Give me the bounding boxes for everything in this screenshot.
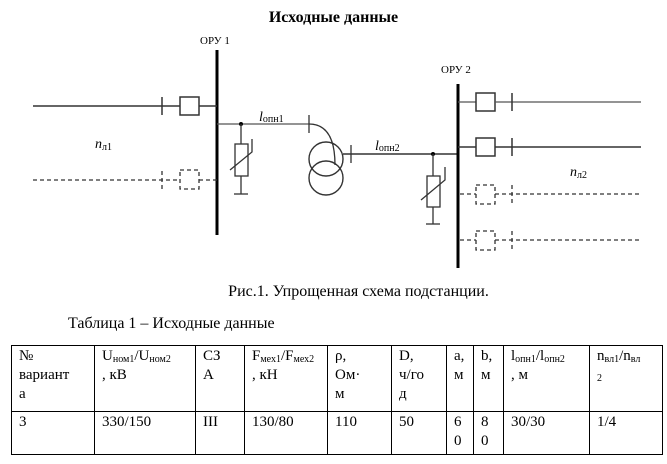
cell-d: 50 [391,411,447,455]
transformer-icon [308,141,344,196]
table-title: Таблица 1 – Исходные данные [68,315,275,332]
header-u-nom: Uном1/Uном2, кВ [94,345,196,412]
page-title: Исходные данные [268,9,399,26]
breaker-icon [475,92,496,112]
oru1-label: ОРУ 1 [200,35,230,47]
cell-f-mech: 130/80 [244,411,328,455]
header-f-mech: Fмех1/Fмех2, кН [244,345,328,412]
cell-variant: 3 [11,411,95,455]
cell-rho: 110 [327,411,392,455]
figure-caption: Рис.1. Упрощенная схема подстанции. [228,283,489,300]
line-n-l1-dashed [33,169,217,190]
cell-b: 8 0 [473,411,504,455]
breaker-icon [179,96,200,116]
header-l-opn: lопн1/lопн2, м [503,345,590,412]
header-a: а,м [446,345,474,412]
line-n-l2-dashed-2 [460,230,641,251]
substation-diagram: ОРУ 1 nл1 lопн1 lопн2 [33,35,641,268]
line-n-l2-solid-1 [458,92,641,112]
cell-l-opn: 30/30 [503,411,590,455]
table-row: 3 330/150 III 130/80 110 50 6 0 8 0 30/3… [11,411,663,455]
oru2-label: ОРУ 2 [441,64,471,76]
cell-sza: III [195,411,245,455]
cell-a: 6 0 [446,411,474,455]
line-n-l2-solid-2 [458,137,641,157]
line-n-l2-dashed-1 [460,184,641,205]
l-opn1-label: lопн1 [259,110,284,125]
breaker-icon [475,137,496,157]
cell-u-nom: 330/150 [94,411,196,455]
l-opn2-label: lопн2 [375,139,400,154]
surge-arrester-2-icon [420,152,446,225]
line-n-l1-solid [33,96,217,116]
cell-n-vl: 1/4 [589,411,663,455]
cable-curve [308,123,336,166]
surge-arrester-1-icon [229,122,253,195]
n-l2-label: nл2 [570,165,587,181]
header-b: b,м [473,345,504,412]
n-l1-label: nл1 [95,137,112,153]
header-rho: ρ,Ом·м [327,345,392,412]
